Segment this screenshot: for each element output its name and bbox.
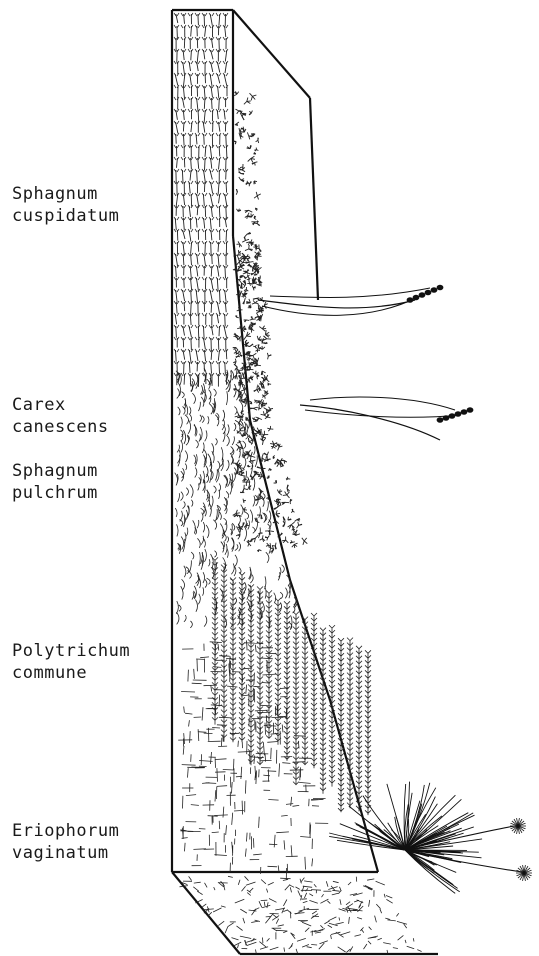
label-eriophorum-vaginatum: Eriophorum vaginatum <box>12 820 119 864</box>
label-sphagnum-pulchrum: Sphagnum pulchrum <box>12 460 98 504</box>
label-polytrichum-commune: Polytrichum commune <box>12 640 130 684</box>
label-line: commune <box>12 662 130 684</box>
label-line: Carex <box>12 394 109 416</box>
peat-texture <box>174 13 422 954</box>
label-line: cuspidatum <box>12 205 119 227</box>
plant-drawings <box>258 285 532 893</box>
label-sphagnum-cuspidatum: Sphagnum cuspidatum <box>12 183 119 227</box>
label-line: Polytrichum <box>12 640 130 662</box>
label-line: Sphagnum <box>12 460 98 482</box>
label-line: Sphagnum <box>12 183 119 205</box>
label-line: pulchrum <box>12 482 98 504</box>
label-line: canescens <box>12 416 109 438</box>
label-line: Eriophorum <box>12 820 119 842</box>
peat-block-outline <box>172 10 438 954</box>
label-line: vaginatum <box>12 842 119 864</box>
label-carex-canescens: Carex canescens <box>12 394 109 438</box>
